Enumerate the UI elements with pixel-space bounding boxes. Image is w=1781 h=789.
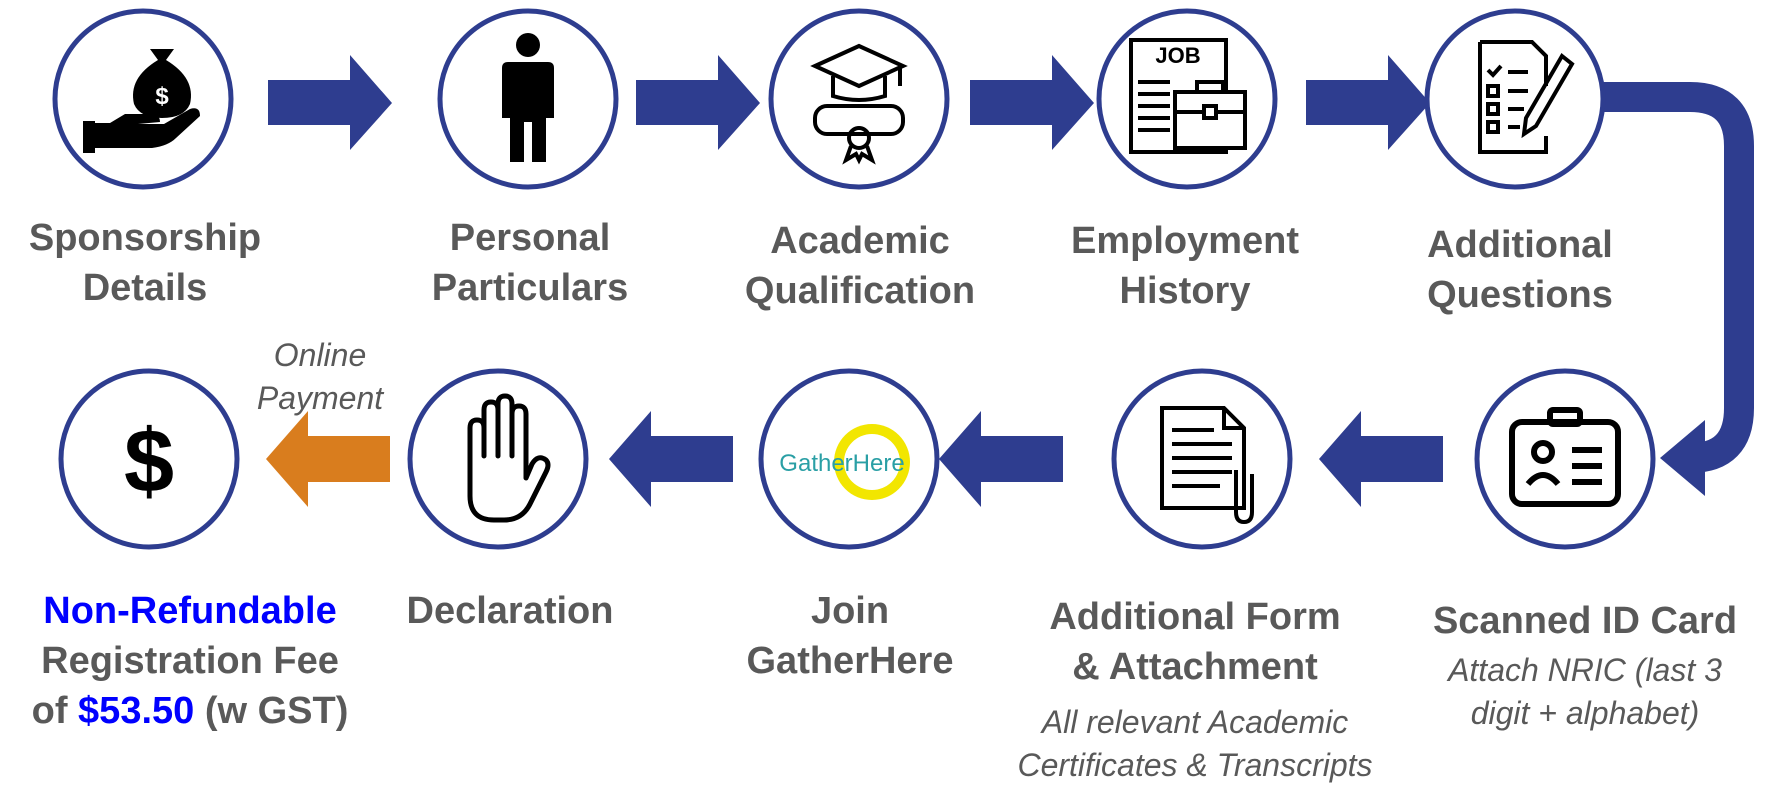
- arrow-left-1: [1319, 411, 1443, 507]
- step-circle-employment: JOB: [1096, 8, 1278, 190]
- label-declaration: Declaration: [406, 590, 614, 632]
- graduation-cap-diploma-icon: [810, 43, 908, 165]
- arrow-left-3: [609, 411, 733, 507]
- step-circle-personal: [437, 8, 619, 190]
- step-circle-sponsorship: $: [52, 8, 234, 190]
- gatherhere-logo-text: GatherHere: [779, 450, 904, 477]
- label-sponsorship: Sponsorship Details: [28, 217, 262, 309]
- gatherhere-logo: GatherHere: [779, 424, 910, 500]
- label-payment-fee: Non-Refundable Registration Fee of $53.5…: [31, 590, 349, 732]
- arrow-right-3: [970, 55, 1094, 150]
- money-bag-hand-icon: $: [83, 49, 200, 153]
- step-circle-payment: $: [58, 368, 240, 550]
- dollar-icon: $: [124, 412, 174, 512]
- label-questions: Additional Questions: [1427, 224, 1613, 316]
- online-payment-label: Online Payment: [256, 337, 384, 416]
- hand-icon: [467, 393, 551, 523]
- arrow-left-payment: [266, 411, 390, 507]
- label-gatherhere: Join GatherHere: [746, 590, 954, 682]
- checklist-icon: [1478, 40, 1575, 154]
- person-icon: [502, 33, 554, 162]
- step-circle-idcard: [1474, 368, 1656, 550]
- step-circle-questions: [1424, 8, 1606, 190]
- label-personal: Personal Particulars: [431, 217, 629, 309]
- step-circle-gatherhere: GatherHere: [758, 368, 940, 550]
- label-employment: Employment History: [1070, 220, 1300, 312]
- label-attachment: Additional Form & Attachment: [1049, 596, 1341, 688]
- note-attachment: All relevant Academic Certificates & Tra…: [1017, 704, 1373, 783]
- document-attachment-icon: [1160, 406, 1254, 525]
- job-briefcase-icon: JOB: [1129, 38, 1247, 154]
- connector-arrow: [1600, 82, 1754, 473]
- step-circle-declaration: [407, 368, 589, 550]
- step-circle-attachment: [1111, 368, 1293, 550]
- step-circle-academic: [768, 8, 950, 190]
- arrow-left-2: [939, 411, 1063, 507]
- arrow-right-2: [636, 55, 760, 150]
- arrow-right-1: [268, 55, 392, 150]
- svg-text:JOB: JOB: [1155, 43, 1200, 68]
- label-idcard: Scanned ID Card: [1432, 600, 1738, 642]
- arrow-right-4: [1306, 55, 1430, 150]
- id-card-icon: [1509, 407, 1621, 507]
- svg-text:$: $: [155, 83, 169, 110]
- label-academic: Academic Qualification: [744, 220, 976, 312]
- connector-arrow-head: [1660, 420, 1705, 496]
- note-idcard: Attach NRIC (last 3 digit + alphabet): [1448, 652, 1722, 731]
